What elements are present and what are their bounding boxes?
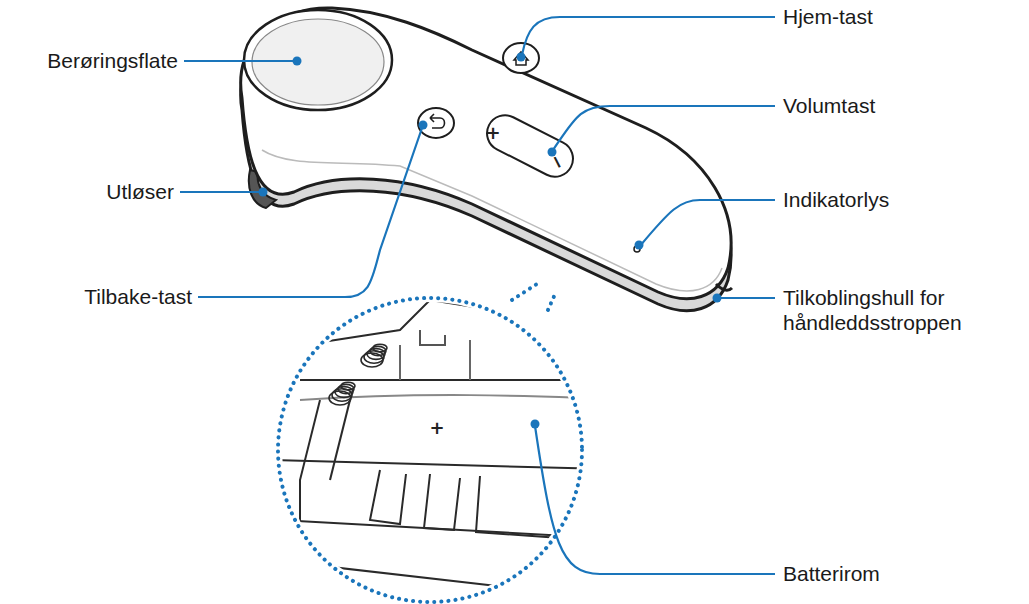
part-label: Tilkoblingshull for håndleddsstroppen <box>783 285 1015 335</box>
part-label: Batterirom <box>783 561 880 586</box>
part-label: Tilbake-tast <box>84 284 192 309</box>
part-label: Berøringsflate <box>47 48 178 73</box>
part-label: Volumtast <box>783 93 875 118</box>
part-label: Hjem-tast <box>783 4 873 29</box>
part-label: Utløser <box>106 179 174 204</box>
polarity-symbol: + <box>429 419 444 437</box>
part-label: Indikatorlys <box>783 187 889 212</box>
key-symbol: + <box>485 124 500 142</box>
